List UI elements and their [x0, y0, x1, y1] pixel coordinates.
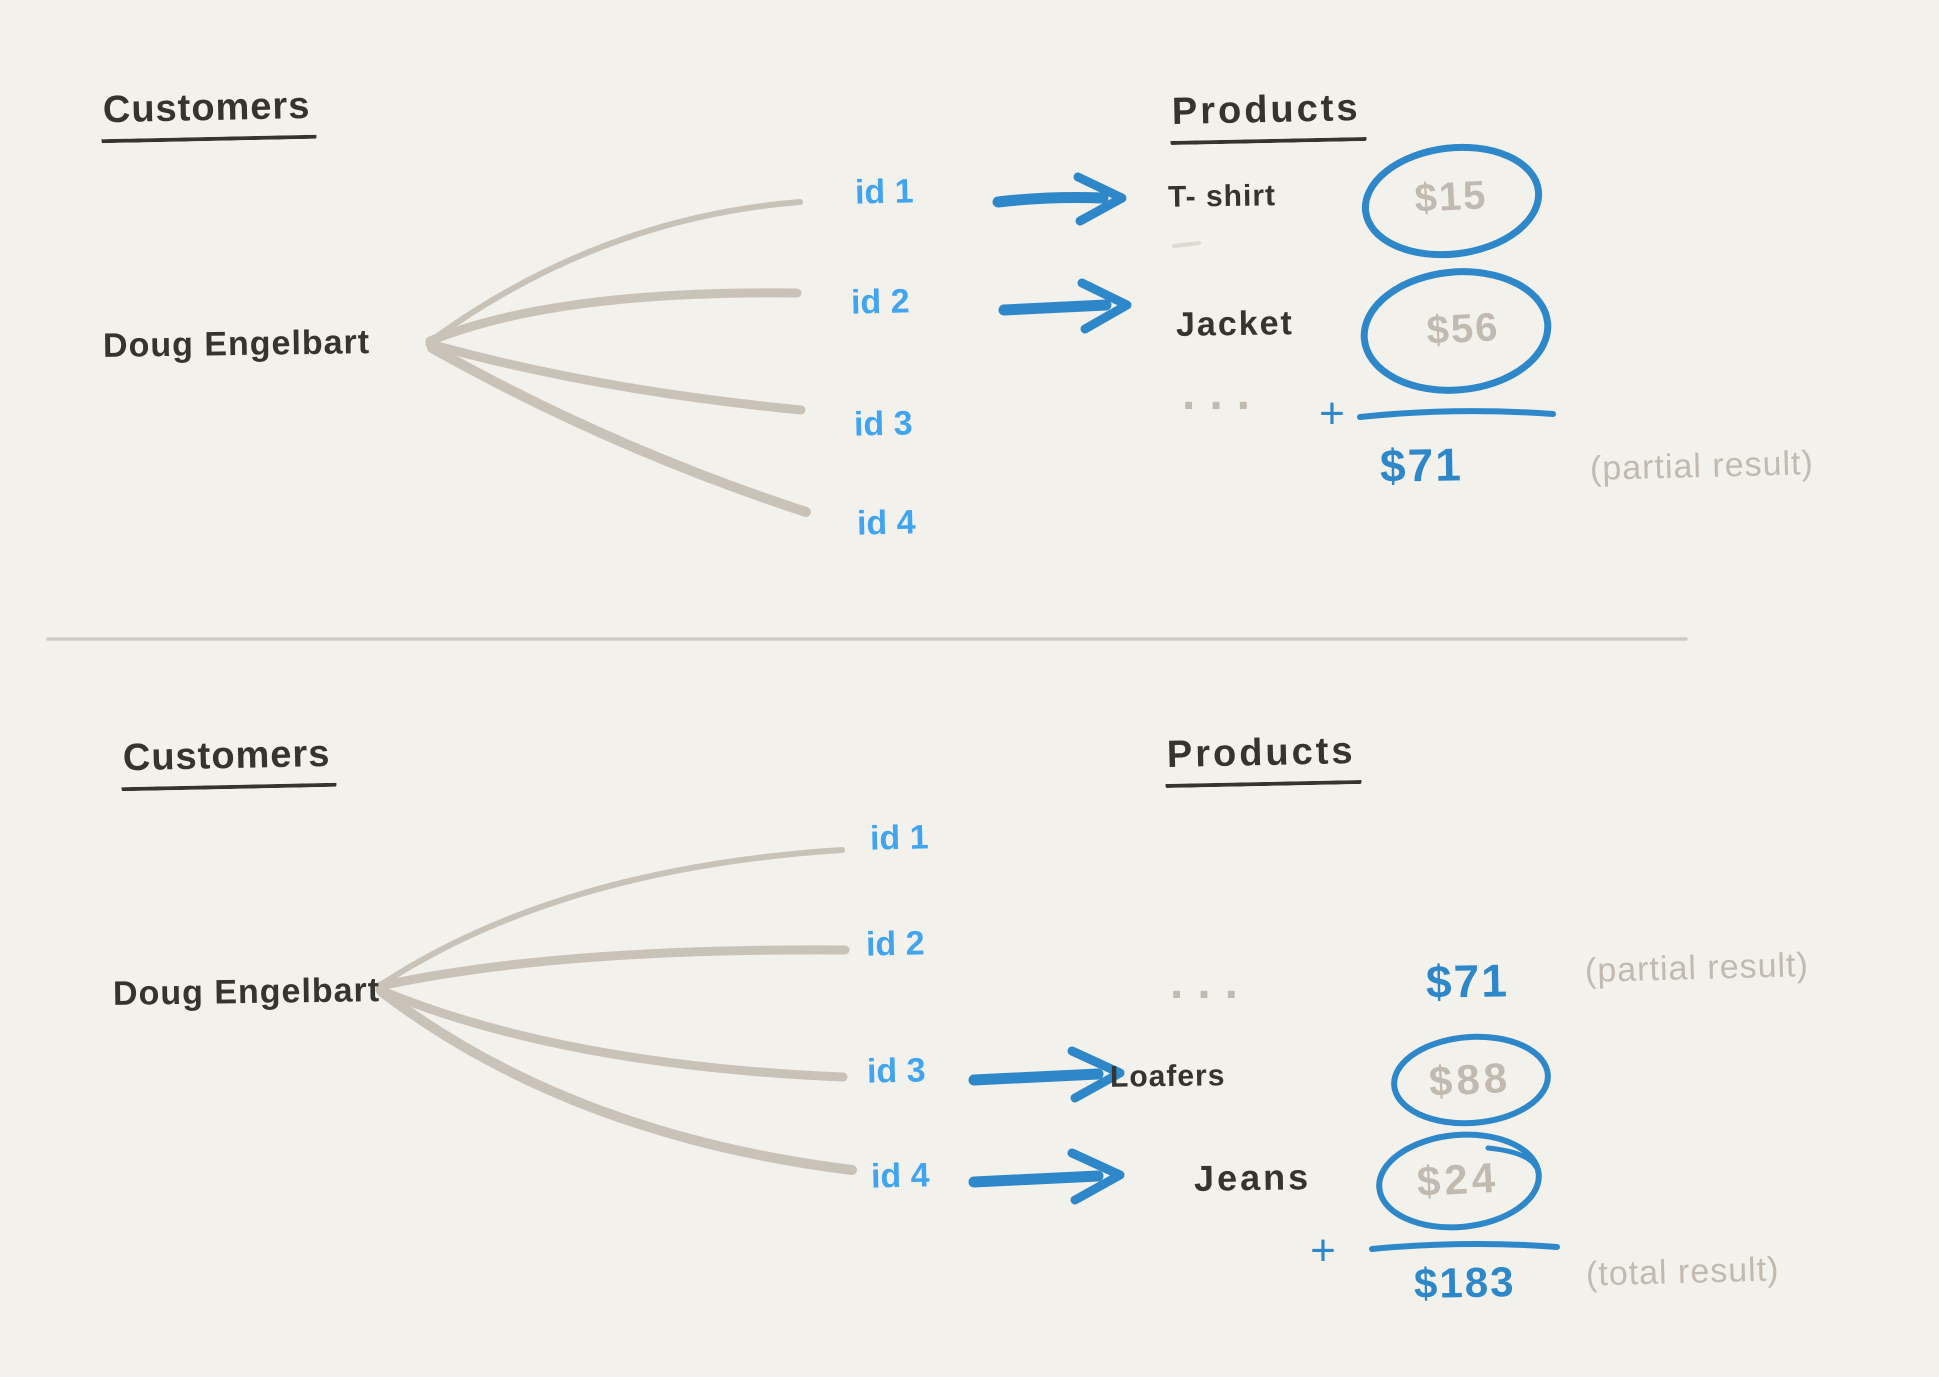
- customers-heading-top: Customers: [100, 85, 317, 144]
- carried-partial-sum: $71: [1425, 954, 1510, 1008]
- product-price-tshirt: $15: [1413, 173, 1489, 221]
- customer-name-top: Doug Engelbart: [102, 323, 371, 365]
- id-label-bottom-1: id 1: [869, 818, 929, 858]
- price-circle-56: [1360, 268, 1552, 394]
- fan-line-top-id3: [425, 339, 806, 415]
- customer-name-bottom: Doug Engelbart: [112, 971, 381, 1013]
- arrow-top-id2-head: [1077, 278, 1132, 334]
- fan-line-top-id4: [427, 343, 811, 517]
- price-circles: [1360, 143, 1552, 1231]
- customers-heading-bottom: Customers: [120, 733, 337, 792]
- ellipsis-bottom: ...: [1170, 956, 1253, 1009]
- price-circle-15: [1361, 143, 1543, 259]
- arrow-top-id1-head: [1073, 172, 1127, 226]
- product-name-jeans: Jeans: [1193, 1156, 1312, 1199]
- id-label-top-2: id 2: [850, 282, 910, 322]
- partial-result-label-top: (partial result): [1589, 444, 1815, 488]
- product-name-loafers: Loafers: [1109, 1059, 1226, 1094]
- arrow-bottom-id4-head: [1067, 1148, 1125, 1205]
- sum-line-top: [1357, 408, 1556, 420]
- product-name-tshirt: T- shirt: [1167, 179, 1277, 214]
- match-arrows: [968, 172, 1132, 1205]
- id-label-top-3: id 3: [853, 404, 913, 444]
- sum-lines: [1357, 408, 1560, 1252]
- id-label-bottom-2: id 2: [865, 924, 925, 964]
- stray-mark: [1172, 241, 1201, 248]
- products-heading-bottom: Products: [1164, 730, 1362, 788]
- partial-sum-top: $71: [1379, 438, 1464, 492]
- arrow-bottom-id3-head: [1067, 1046, 1125, 1103]
- id-label-top-4: id 4: [856, 503, 916, 543]
- fan-lines-top: [425, 199, 811, 517]
- sum-line-bottom: [1369, 1240, 1560, 1252]
- product-price-jeans: $24: [1415, 1153, 1501, 1206]
- arrow-bottom-id3-shaft: [968, 1068, 1104, 1086]
- total-result-label: (total result): [1585, 1250, 1780, 1294]
- arrow-top-id1-shaft: [992, 192, 1109, 208]
- fan-lines-bottom: [375, 847, 857, 1175]
- price-circle-88: [1391, 1033, 1551, 1127]
- product-price-jacket: $56: [1425, 305, 1501, 353]
- product-price-loafers: $88: [1427, 1053, 1513, 1106]
- fan-line-top-id1: [429, 199, 803, 343]
- id-label-top-1: id 1: [854, 172, 914, 212]
- price-circle-24-overlap-stroke: [1485, 1145, 1539, 1170]
- fan-line-bottom-id1: [379, 847, 845, 987]
- arrow-top-id2-shaft: [998, 299, 1112, 316]
- partial-result-label-bottom: (partial result): [1584, 946, 1810, 990]
- product-name-jacket: Jacket: [1175, 304, 1295, 344]
- fan-line-bottom-id2: [375, 945, 850, 991]
- fan-line-top-id2: [425, 288, 802, 346]
- ellipsis-top: ...: [1182, 367, 1265, 420]
- total-sum: $183: [1413, 1258, 1516, 1307]
- products-heading-top: Products: [1169, 87, 1367, 145]
- fan-line-bottom-id4: [377, 987, 857, 1175]
- plus-sign-bottom: +: [1310, 1225, 1336, 1275]
- plus-sign-top: +: [1319, 388, 1345, 438]
- price-circle-24: [1376, 1131, 1542, 1231]
- fan-line-bottom-id3: [375, 985, 848, 1082]
- arrow-bottom-id4-shaft: [968, 1170, 1104, 1188]
- id-label-bottom-4: id 4: [870, 1156, 930, 1196]
- id-label-bottom-3: id 3: [866, 1051, 926, 1091]
